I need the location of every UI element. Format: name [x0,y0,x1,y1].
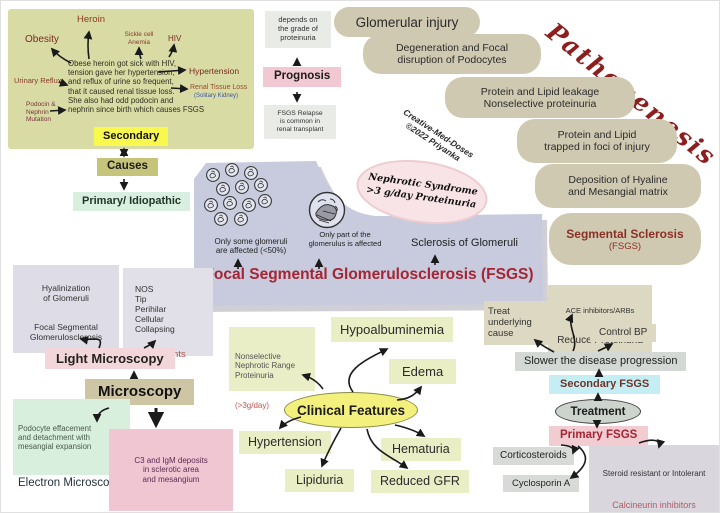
immunofluorescence-label: Immunofluorescence [111,511,231,512]
secondary-causes-box [8,9,254,149]
central-fsgs-box [194,161,548,312]
feature-hypoalbuminemia: Hypoalbuminemia [331,317,454,343]
clinical-features-label: Clinical Features [296,402,406,418]
clinical-features-ellipse: Clinical Features [284,392,418,428]
hypertension-label: Hypertension [189,66,240,76]
steroid-resistant-drugs: Calcineurin inhibitors Mycophenolate mof… [609,500,699,512]
cascade-leakage: Protein and Lipid leakage Nonselective p… [445,77,635,118]
feature-edema: Edema [389,359,457,385]
cascade-segmental-sclerosis: Segmental Sclerosis (FSGS) [549,213,701,265]
secondary-fsgs-node: Secondary FSGS [549,375,661,394]
secondary-node: Secondary [94,127,169,146]
solitary-kidney-label: (Solitary Kidney) [194,93,239,99]
slower-progression-box: Slower the disease progression [515,352,687,371]
proteinuria-sub: (>3g/day) [235,401,270,411]
cascade-glomerular-injury: Glomerular injury [334,7,480,37]
causes-node: Causes [97,158,158,176]
feature-hypertension: Hypertension [239,431,331,454]
em-findings-text: Podocyte effacement and detachment with … [18,423,92,452]
control-bp-box: Control BP [590,324,657,342]
if-findings-text: C3 and IgM deposits in sclerotic area an… [134,455,208,484]
light-microscopy-node: Light Microscopy [45,348,175,370]
single-glomerulus-illustration [308,191,346,229]
renal-tissue-loss-label: Renal Tissue Loss [190,84,248,91]
cascade-deposition: Deposition of Hyaline and Mesangial matr… [535,164,701,208]
cyclosporin-box: Cyclosporin A [503,475,580,493]
feature-lipiduria: Lipiduria [285,469,355,492]
prognosis-relapse-box: FSGS Relapse is common in renal transpla… [264,105,336,140]
proteinuria-text: Nonselective Nephrotic Range Proteinuria [235,351,296,380]
heroin-label: Heroin [77,14,105,25]
hyalinization-text: Hyalinization of Glomeruli [41,283,91,304]
segmental-sclerosis-sub: (FSGS) [608,240,642,252]
steroid-resistant-title: Steroid resistant or Intolerant [602,468,706,478]
mnemonic-story: Obese heroin got sick with HIV, tension … [68,59,205,114]
segmental-sclerosis-text: Segmental Sclerosis [566,226,684,241]
feature-hematuria: Hematuria [381,438,461,461]
steroid-resistant-box: Steroid resistant or Intolerant Calcineu… [589,445,719,512]
hiv-label: HIV [168,34,182,43]
hyalinization-text2: Focal Segmental Glomerulosclerosis [29,322,103,343]
obesity-label: Obesity [25,34,59,45]
podocin-nephrin-label: Podocin & Nephrin Mutation [26,101,56,124]
primary-fsgs-node: Primary FSGS [549,426,649,446]
nephrotic-syndrome-text: Nephrotic Syndrome >3 g/day Proteinuria [365,171,479,211]
sclerosis-caption: Sclerosis of Glomeruli [411,237,518,249]
glomeruli-cluster-illustration [204,163,272,226]
proteinuria-box: Nonselective Nephrotic Range Proteinuria… [229,327,315,410]
treatment-ellipse: Treatment [555,399,641,424]
ace-line1: ACE inhibitors/ARBs [565,305,635,315]
cascade-degeneration: Degeneration and Focal disruption of Pod… [363,34,541,74]
urinary-reflux-label: Urinary Reflux [14,76,62,85]
prognosis-node: Prognosis [263,67,342,87]
feature-reduced-gfr: Reduced GFR [371,470,469,493]
hyalinization-box: Hyalinization of Glomeruli Focal Segment… [13,265,119,353]
cascade-trapped: Protein and Lipid trapped in foci of inj… [517,119,677,163]
immunofluorescence-box: C3 and IgM deposits in sclerotic area an… [109,429,233,512]
treat-underlying-box: Treat underlying cause [484,301,550,345]
electron-microscopy-label: Electron Microscopy [18,477,122,490]
corticosteroids-box: Corticosteroids [493,447,574,465]
variants-list: NOS Tip Perihilar Cellular Collapsing [135,284,175,335]
prognosis-depends-box: depends on the grade of proteinuria [265,11,331,48]
microscopy-node: Microscopy [85,379,195,405]
treatment-label: Treatment [570,405,626,418]
fsgs-heading: Focal Segmental Glomerulosclerosis (FSGS… [204,266,534,283]
sickle-cell-label: Sickle cell Anemia [124,31,154,46]
some-glomeruli-caption: Only some glomeruli are affected (<50%) [214,237,288,256]
primary-idiopathic-node: Primary/ Idiopathic [73,192,191,211]
central-box-shape [194,161,543,306]
part-glomerulus-caption: Only part of the glomerulus is affected [308,230,382,248]
variants-box: NOS Tip Perihilar Cellular Collapsing Fi… [123,268,213,360]
